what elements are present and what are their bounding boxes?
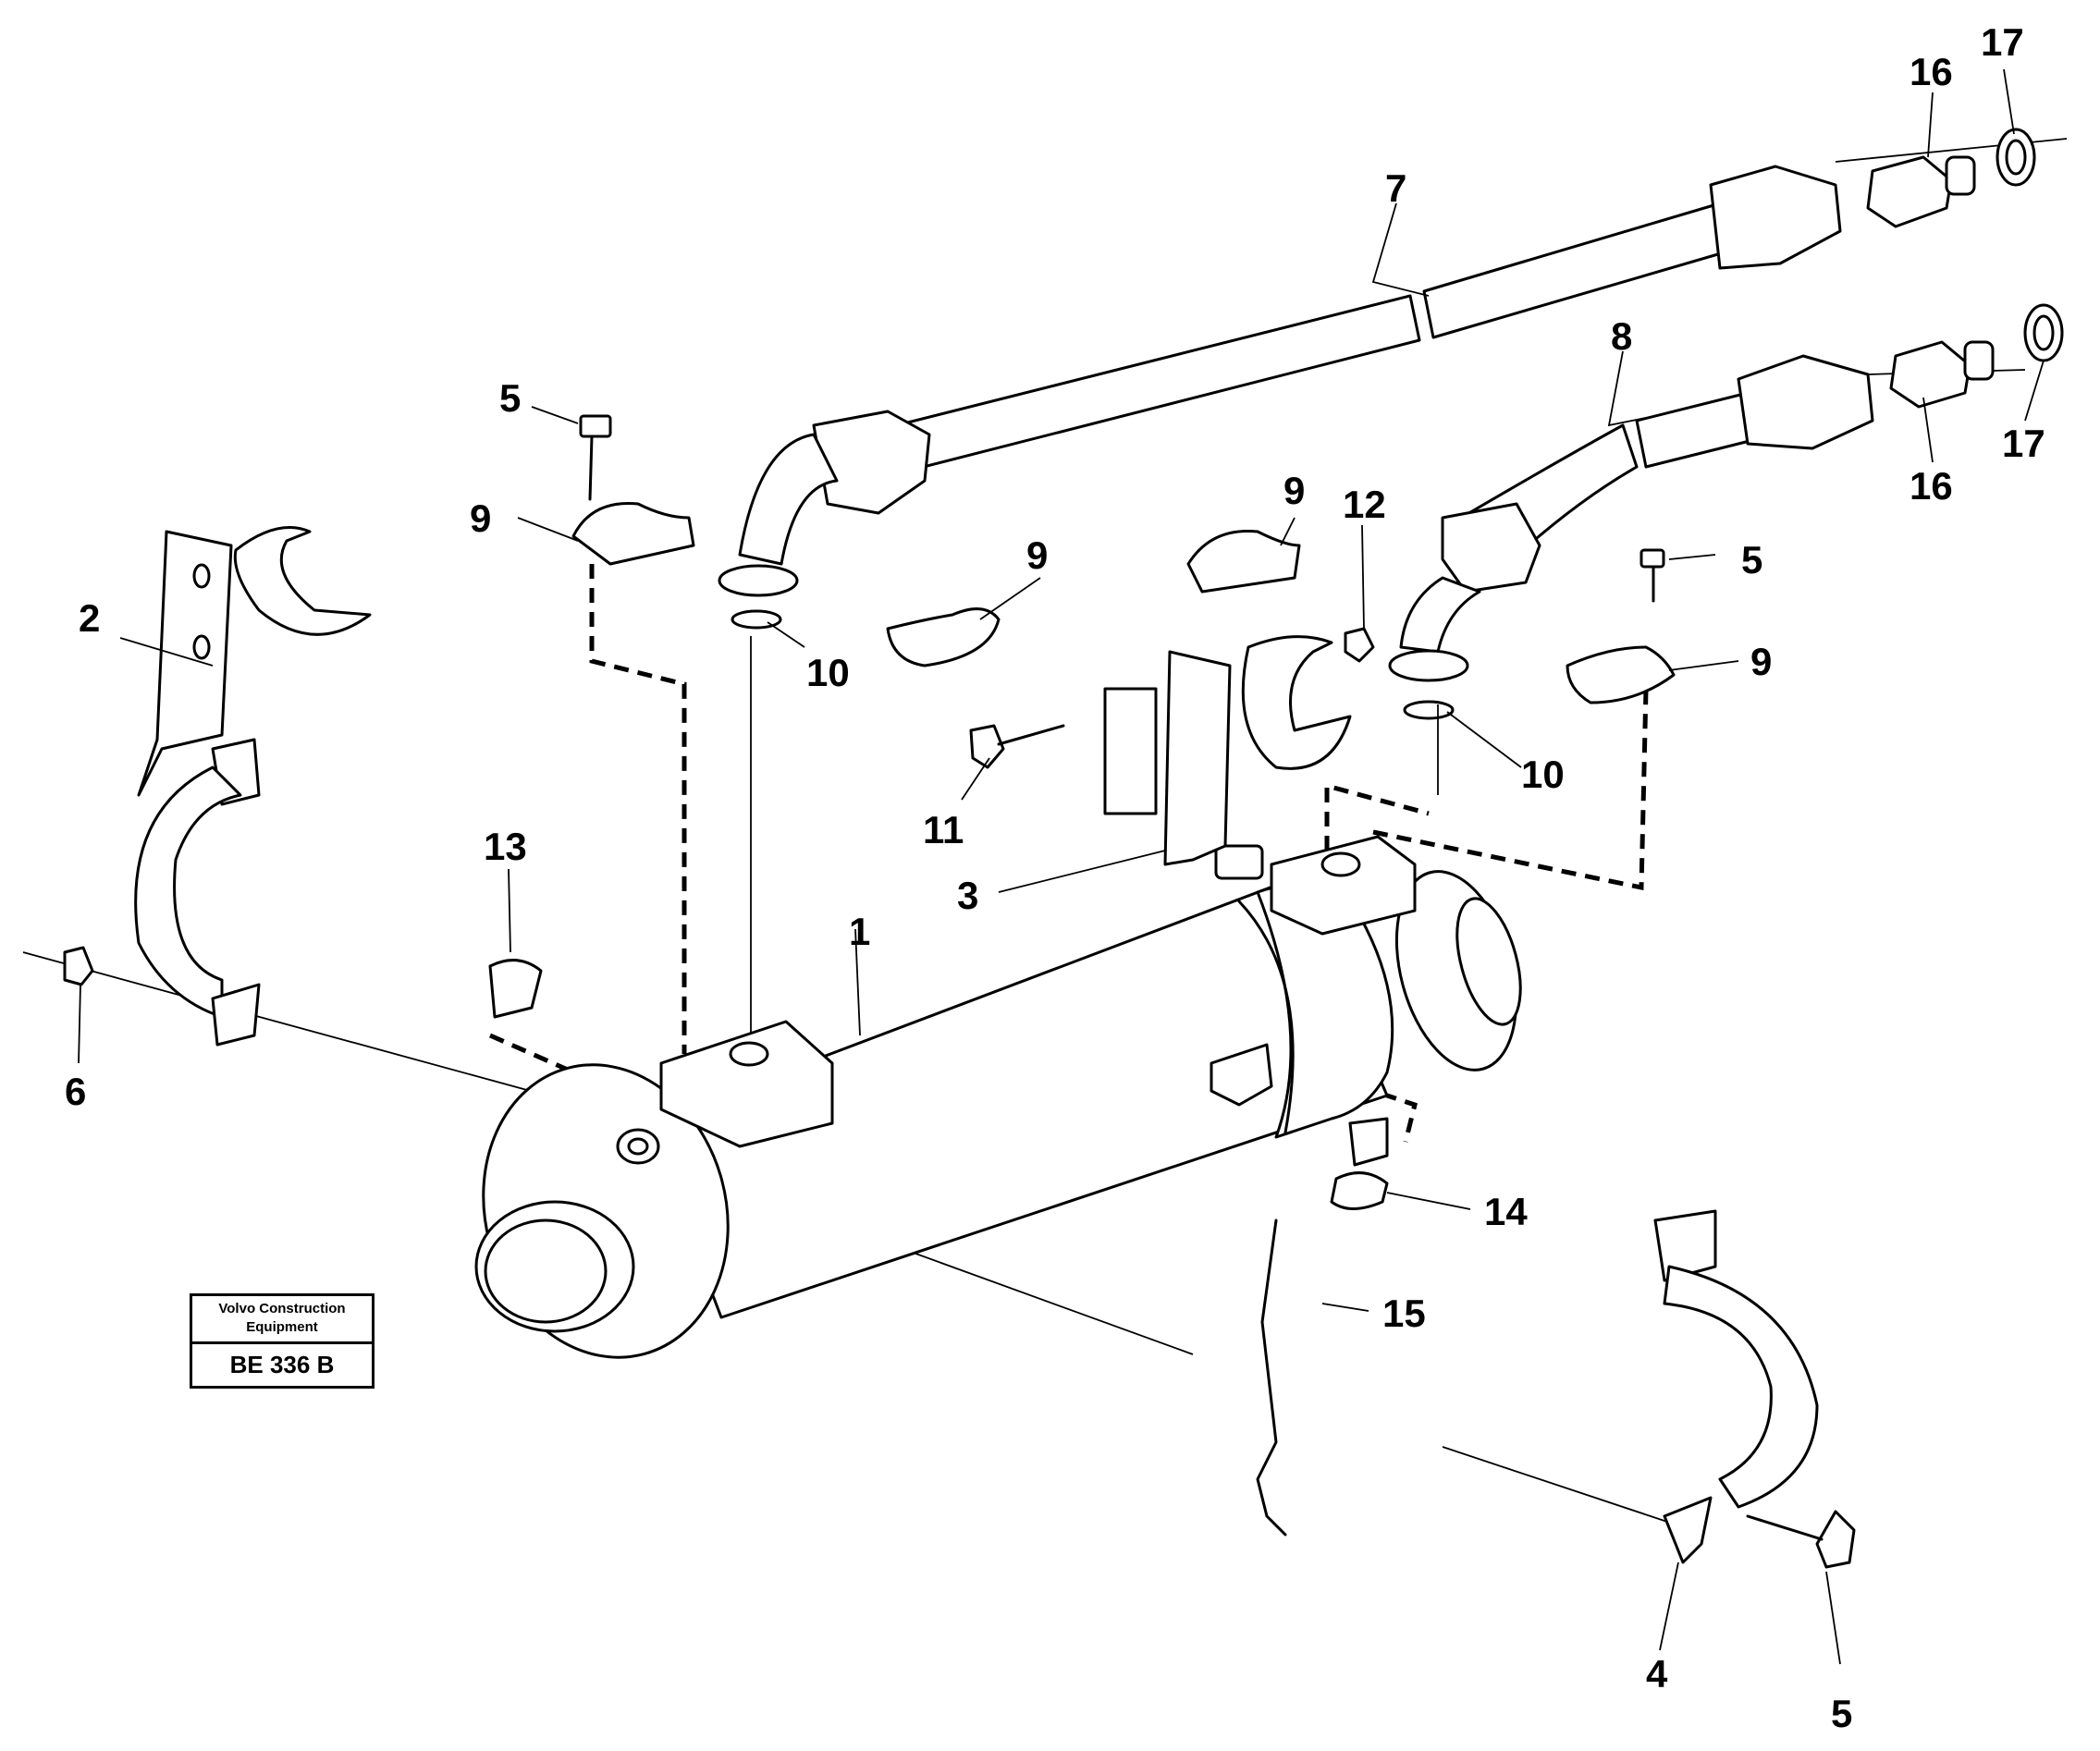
clamp-halves: [571, 501, 1676, 704]
callout-15: 15: [1382, 1292, 1426, 1335]
callout-labels: 1 2 3 4 5 5 5 6 7 8 9 9 9 9 10 10 11 12 …: [65, 20, 2045, 1735]
stamp-company-line2: Equipment: [246, 1319, 318, 1335]
callout-5-bottom: 5: [1831, 1692, 1852, 1735]
callout-5-top: 5: [499, 376, 521, 420]
lower-hose-pipe: [1388, 354, 1874, 720]
callout-3: 3: [957, 874, 978, 917]
small-hardware: [63, 414, 1856, 1569]
stamp-code: BE 336 B: [229, 1351, 335, 1378]
manufacturer-stamp: Volvo Construction Equipment BE 336 B: [190, 1293, 375, 1389]
callout-8: 8: [1611, 314, 1632, 358]
callout-9-mid: 9: [1283, 469, 1305, 512]
callout-4: 4: [1646, 1652, 1668, 1696]
callout-14: 14: [1484, 1190, 1528, 1233]
callout-9-center: 9: [1026, 533, 1048, 577]
callout-6: 6: [65, 1070, 86, 1113]
callout-2: 2: [79, 596, 100, 640]
brackets-and-clamps: [134, 526, 1819, 1564]
upper-hose-pipe: [718, 165, 1842, 630]
callout-13: 13: [484, 825, 527, 868]
callout-leaders: [78, 68, 2045, 1665]
callout-16-bottom: 16: [1910, 464, 1953, 508]
stamp-company-line1: Volvo Construction: [218, 1301, 346, 1316]
callout-16-top: 16: [1910, 50, 1953, 93]
callout-9-left: 9: [470, 496, 491, 540]
callout-9-right: 9: [1750, 640, 1772, 683]
callout-10-left: 10: [806, 651, 850, 694]
callout-1: 1: [849, 910, 870, 953]
fittings-and-washers: [1866, 128, 2064, 409]
callout-11: 11: [923, 808, 964, 851]
callout-7: 7: [1385, 166, 1406, 210]
callout-17-bottom: 17: [2002, 422, 2045, 465]
callout-17-top: 17: [1981, 20, 2024, 64]
oil-cooler-body: [474, 835, 1522, 1359]
stamp-company: Volvo Construction Equipment: [192, 1296, 372, 1344]
callout-12: 12: [1343, 483, 1386, 526]
callout-5-right: 5: [1741, 538, 1762, 582]
callout-10-right: 10: [1521, 753, 1565, 796]
